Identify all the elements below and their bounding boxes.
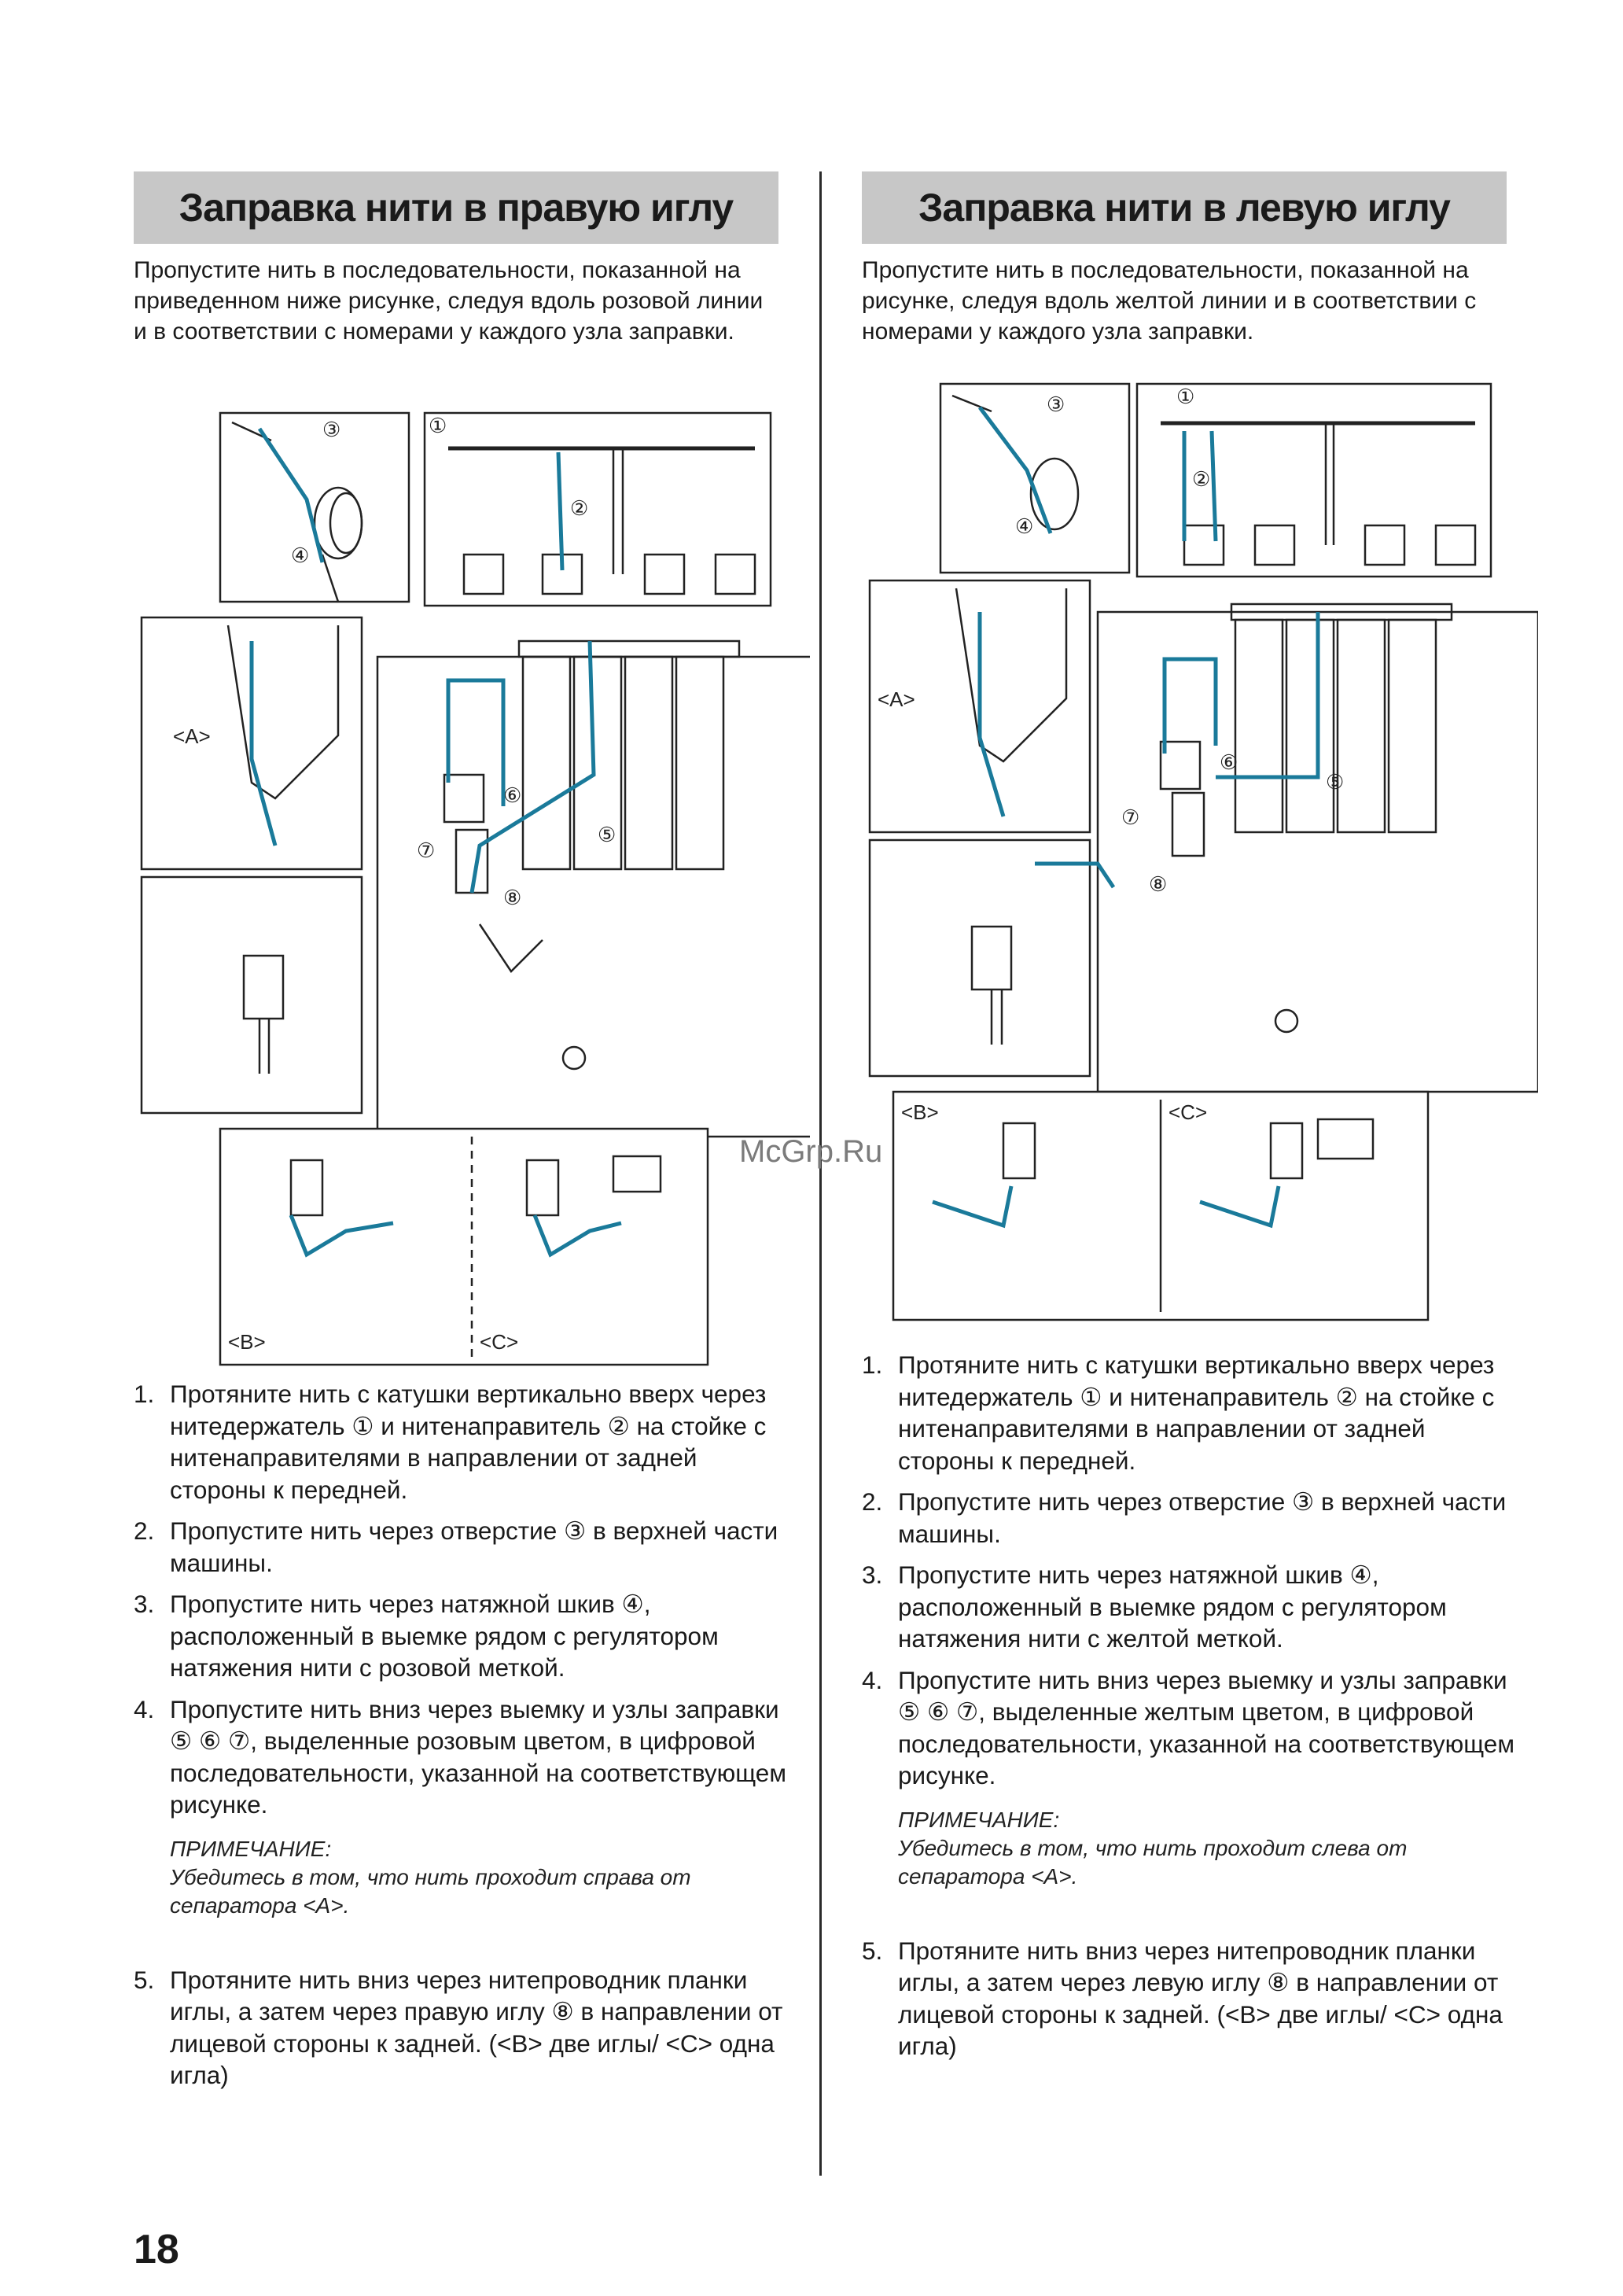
label-c: <C> [480, 1330, 518, 1354]
label-c: <C> [1168, 1100, 1207, 1124]
note-title: ПРИМЕЧАНИЕ: [898, 1807, 1060, 1832]
step-item: 4.Пропустите нить вниз через выемку и уз… [862, 1665, 1514, 1790]
callout-5: ⑤ [598, 823, 616, 846]
right-threading-figure: ① ② ③ ④ ⑤ ⑥ ⑦ ⑧ <A> <B> <C> [868, 382, 1538, 1321]
note-text: Убедитесь в том, что нить проходит справ… [170, 1864, 691, 1918]
label-a: <A> [878, 687, 915, 711]
watermark: McGrp.Ru [739, 1134, 883, 1169]
left-steps: 1.Протяните нить с катушки вертикально в… [134, 1378, 786, 2101]
step-item: 4.Пропустите нить вниз через выемку и уз… [134, 1694, 786, 1819]
left-heading: Заправка нити в правую иглу [134, 171, 778, 244]
step-item: 1.Протяните нить с катушки вертикально в… [134, 1380, 767, 1504]
step-item: 2.Пропустите нить через отверстие ③ в ве… [134, 1517, 778, 1577]
left-intro: Пропустите нить в последовательности, по… [134, 257, 764, 345]
callout-4: ④ [1015, 514, 1033, 538]
left-threading-figure: ① ② ③ ④ ⑤ ⑥ ⑦ ⑧ <A> <B> <C> [140, 411, 810, 1366]
step-item: 3.Пропустите нить через натяжной шкив ④,… [134, 1590, 719, 1682]
callout-2: ② [1192, 467, 1210, 491]
label-b: <B> [901, 1100, 939, 1124]
callout-3: ③ [1047, 392, 1065, 416]
callout-7: ⑦ [417, 838, 435, 862]
label-a: <A> [173, 724, 211, 748]
column-divider [819, 171, 822, 2176]
left-note: ПРИМЕЧАНИЕ: Убедитесь в том, что нить пр… [170, 1835, 786, 1920]
page-number: 18 [134, 2227, 179, 2272]
step-item: 3.Пропустите нить через натяжной шкив ④,… [862, 1561, 1447, 1653]
callout-6: ⑥ [1220, 750, 1238, 774]
right-heading: Заправка нити в левую иглу [862, 171, 1507, 244]
callout-3: ③ [322, 418, 340, 441]
callout-6: ⑥ [503, 783, 521, 807]
callout-1: ① [429, 414, 447, 437]
right-intro: Пропустите нить в последовательности, по… [862, 257, 1477, 345]
label-b: <B> [228, 1330, 266, 1354]
step-item: 5.Протяните нить вниз через нитепроводни… [862, 1936, 1503, 2061]
callout-5: ⑤ [1326, 770, 1344, 794]
callout-7: ⑦ [1121, 805, 1139, 829]
right-note: ПРИМЕЧАНИЕ: Убедитесь в том, что нить пр… [898, 1806, 1514, 1891]
left-column: Заправка нити в правую иглу Пропустите н… [134, 171, 778, 347]
note-text: Убедитесь в том, что нить проходит слева… [898, 1835, 1408, 1889]
callout-4: ④ [291, 544, 309, 567]
callout-8: ⑧ [1149, 872, 1167, 896]
callout-2: ② [570, 496, 588, 520]
right-column: Заправка нити в левую иглу Пропустите ни… [862, 171, 1507, 347]
callout-8: ⑧ [503, 886, 521, 909]
step-item: 5.Протяните нить вниз через нитепроводни… [134, 1965, 783, 2090]
right-steps: 1.Протяните нить с катушки вертикально в… [862, 1349, 1514, 2072]
step-item: 2.Пропустите нить через отверстие ③ в ве… [862, 1487, 1507, 1548]
step-item: 1.Протяните нить с катушки вертикально в… [862, 1351, 1495, 1475]
note-title: ПРИМЕЧАНИЕ: [170, 1836, 332, 1861]
callout-1: ① [1176, 385, 1194, 408]
